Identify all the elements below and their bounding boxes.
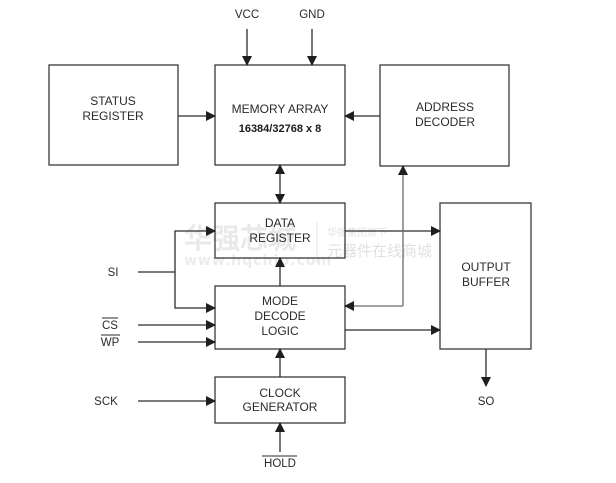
memory-array-size: 16384/32768 x 8	[239, 123, 322, 135]
vcc-pin-label: VCC	[235, 9, 259, 21]
status-register-block	[48, 64, 179, 166]
si-to-mode-arrow	[174, 272, 216, 313]
cs-pin-label: CS	[102, 320, 118, 332]
clock-generator-block	[214, 376, 346, 424]
clock-generator-label-2: GENERATOR	[243, 400, 318, 414]
watermark-url: www.hqchip.com	[184, 253, 332, 269]
data-register-label-2: REGISTER	[249, 231, 311, 245]
watermark: 华强芯城 www.hqchip.com 华强集团旗下 元器件在线商城	[184, 222, 432, 269]
wp-pin-label: WP	[101, 337, 120, 349]
output-buffer-block	[439, 202, 532, 350]
clock-generator-label-1: CLOCK	[259, 386, 300, 400]
data-register-label-1: DATA	[265, 216, 295, 230]
address-decoder-label-1: ADDRESS	[416, 100, 474, 114]
gnd-pin-label: GND	[299, 9, 325, 21]
mode-decode-label-3: LOGIC	[261, 324, 299, 338]
address-decoder-block	[379, 64, 510, 167]
si-to-data-arrow	[174, 226, 216, 272]
memory-array-label: MEMORY ARRAY	[232, 102, 329, 116]
output-buffer-label-1: OUTPUT	[461, 260, 511, 274]
mode-decode-label-1: MODE	[262, 294, 298, 308]
mode-decode-label-2: DECODE	[254, 309, 305, 323]
so-pin-label: SO	[478, 396, 495, 408]
watermark-brand: 华强芯城	[184, 222, 296, 255]
status-register-label-2: REGISTER	[82, 109, 144, 123]
output-buffer-label-2: BUFFER	[462, 275, 510, 289]
si-pin-label: SI	[108, 267, 119, 279]
address-decoder-label-2: DECODER	[415, 115, 475, 129]
status-register-label-1: STATUS	[90, 94, 136, 108]
mode-decode-logic-block	[214, 285, 346, 350]
watermark-tagline-1: 华强集团旗下	[327, 226, 387, 239]
watermark-tagline-2: 元器件在线商城	[327, 242, 432, 260]
hold-pin-label: HOLD	[264, 458, 296, 470]
sck-pin-label: SCK	[94, 396, 118, 408]
